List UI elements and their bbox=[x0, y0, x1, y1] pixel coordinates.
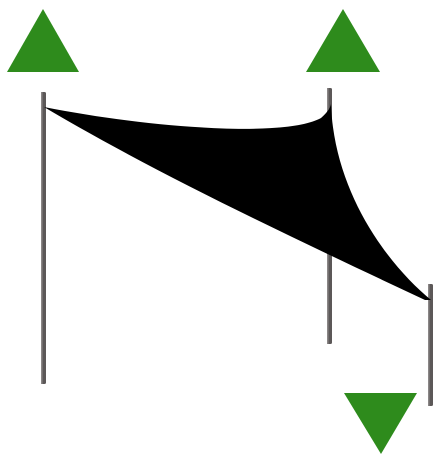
right-post bbox=[428, 284, 433, 406]
arrow-up-left-button[interactable] bbox=[7, 9, 79, 72]
shade-sail bbox=[44, 104, 431, 300]
arrow-up-right-button[interactable] bbox=[306, 9, 380, 72]
arrow-down-right-button[interactable] bbox=[344, 393, 417, 454]
left-post bbox=[41, 92, 46, 384]
